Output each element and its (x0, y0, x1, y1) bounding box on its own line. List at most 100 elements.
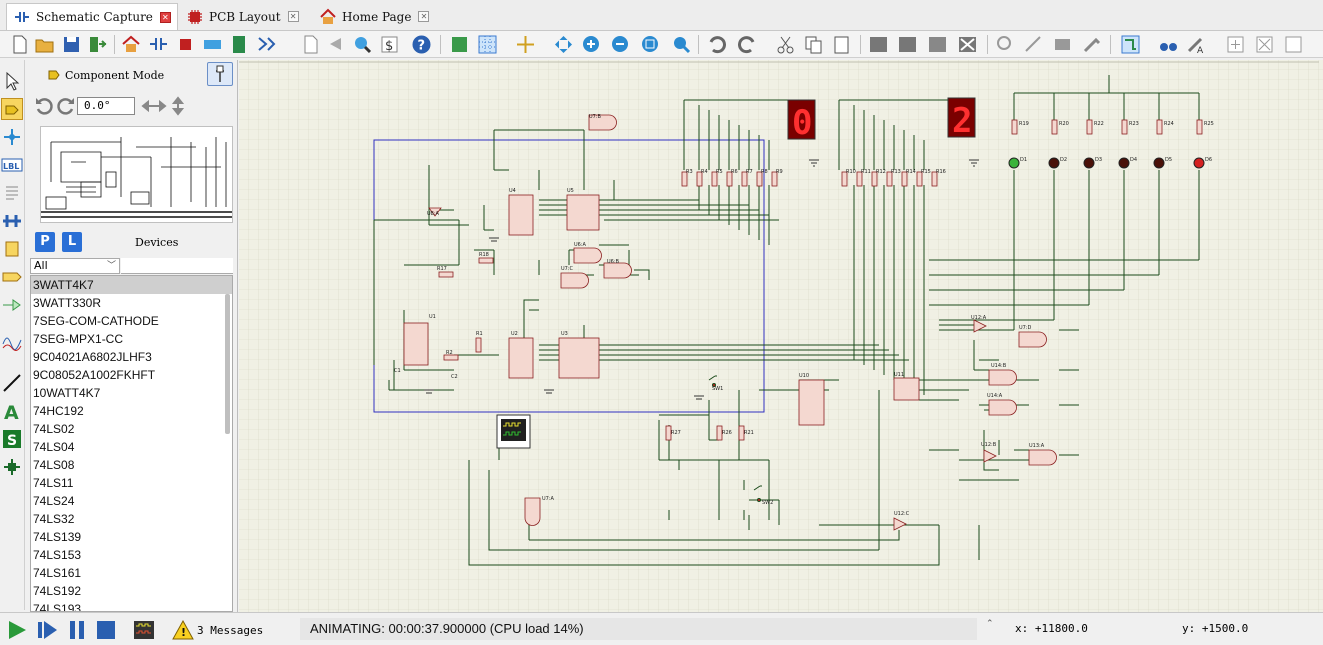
step-button[interactable] (36, 619, 58, 641)
wire-autorouter-icon[interactable] (1120, 34, 1141, 55)
device-list-item[interactable]: 74LS04 (33, 440, 75, 454)
chevron-up-icon[interactable]: ⌃ (986, 619, 994, 629)
new-file-icon[interactable] (9, 34, 30, 55)
device-list-item[interactable]: 74LS139 (33, 530, 82, 544)
undo-icon[interactable] (707, 34, 728, 55)
text-script-icon[interactable] (1, 182, 23, 204)
line-icon[interactable] (1, 372, 23, 394)
device-list-item[interactable]: 74LS32 (33, 512, 75, 526)
logic-analyzer-button[interactable] (133, 619, 155, 641)
text-icon[interactable]: A (1, 400, 23, 424)
overview-window[interactable] (40, 126, 233, 223)
device-search-input[interactable] (121, 258, 233, 274)
device-list-item[interactable]: 9C08052A1002FKHFT (33, 368, 156, 382)
pick-device-icon[interactable] (995, 34, 1016, 55)
mirror-vertical-icon[interactable] (168, 96, 188, 116)
bus-icon[interactable] (1, 210, 23, 232)
device-list-item[interactable]: 74LS161 (33, 566, 82, 580)
origin-icon[interactable] (515, 34, 536, 55)
graph-icon[interactable] (1, 330, 23, 352)
design-explorer-icon[interactable] (256, 34, 277, 55)
mirror-horizontal-icon[interactable] (140, 96, 168, 116)
device-list-item[interactable]: 3WATT330R (33, 296, 102, 310)
device-list-item[interactable]: 74LS153 (33, 548, 82, 562)
block-move-icon[interactable] (897, 34, 918, 55)
rotation-input[interactable]: 0.0° (77, 97, 135, 115)
package-icon[interactable] (1052, 34, 1073, 55)
close-icon[interactable]: ✕ (159, 11, 171, 23)
remove-sheet-icon[interactable] (1254, 34, 1275, 55)
refresh-icon[interactable] (449, 34, 470, 55)
device-list-item[interactable]: 74LS193 (33, 602, 82, 612)
device-list-item[interactable]: 7SEG-MPX1-CC (33, 332, 124, 346)
device-list-item[interactable]: 74LS08 (33, 458, 75, 472)
device-list-item[interactable]: 74LS11 (33, 476, 74, 490)
library-manager-button[interactable]: L (62, 232, 82, 252)
decompose-icon[interactable] (1082, 34, 1103, 55)
close-icon[interactable]: ✕ (418, 11, 430, 22)
tab-schematic-capture[interactable]: Schematic Capture ✕ (6, 3, 178, 30)
import-icon[interactable] (87, 34, 108, 55)
zoom-area-icon[interactable] (671, 34, 692, 55)
symbol-icon[interactable]: S (1, 428, 23, 450)
search-icon[interactable] (352, 34, 373, 55)
dollar-icon[interactable]: $ (379, 34, 400, 55)
selection-icon[interactable] (1, 70, 23, 92)
device-list-item[interactable]: 9C04021A6802JLHF3 (33, 350, 152, 364)
label-icon[interactable]: LBL (1, 154, 23, 176)
pause-button[interactable] (66, 619, 88, 641)
tab-home-page[interactable]: Home Page ✕ (313, 3, 435, 30)
tab-pcb-layout[interactable]: PCB Layout ✕ (180, 3, 305, 30)
close-icon[interactable]: ✕ (287, 11, 299, 22)
messages-indicator[interactable]: ! 3 Messages (172, 619, 263, 641)
pan-icon[interactable] (553, 34, 574, 55)
schematic-canvas[interactable]: 0 2 (239, 60, 1323, 612)
stop-button[interactable] (95, 619, 117, 641)
play-button[interactable] (6, 619, 28, 641)
device-list-item[interactable]: 74LS24 (33, 494, 75, 508)
pin-icon[interactable] (1, 294, 23, 316)
pin-panel-button[interactable] (207, 62, 233, 86)
new-sheet-icon[interactable] (1225, 34, 1246, 55)
device-filter-select[interactable]: All ﹀ (30, 258, 120, 274)
help-icon[interactable]: ? (411, 34, 432, 55)
block-rotate-icon[interactable] (927, 34, 948, 55)
home-icon[interactable] (121, 34, 142, 55)
netlist-icon[interactable] (1283, 34, 1304, 55)
back-icon[interactable] (325, 34, 346, 55)
pcb-icon[interactable] (175, 34, 196, 55)
device-list-item[interactable]: 74LS192 (33, 584, 82, 598)
device-list-item[interactable]: 74LS02 (33, 422, 75, 436)
device-list-scrollbar[interactable] (225, 294, 230, 434)
grid-icon[interactable] (477, 34, 498, 55)
zoom-all-icon[interactable] (640, 34, 661, 55)
pick-devices-button[interactable]: P (35, 232, 55, 252)
redo-icon[interactable] (736, 34, 757, 55)
make-device-icon[interactable] (1023, 34, 1044, 55)
zoom-out-icon[interactable] (610, 34, 631, 55)
property-tool-icon[interactable]: A (1186, 34, 1207, 56)
device-list-item[interactable]: 7SEG-COM-CATHODE (33, 314, 159, 328)
search-tag-icon[interactable] (1158, 34, 1179, 55)
save-icon[interactable] (61, 34, 82, 55)
device-list-item[interactable]: 3WATT4K7 (31, 276, 232, 294)
rotate-anticlockwise-icon[interactable] (55, 96, 77, 116)
zoom-in-icon[interactable] (581, 34, 602, 55)
paste-icon[interactable] (831, 34, 852, 55)
device-list-item[interactable]: 10WATT4K7 (33, 386, 101, 400)
block-copy-icon[interactable] (868, 34, 889, 55)
marker-icon[interactable] (1, 456, 23, 478)
page-icon[interactable] (300, 34, 321, 55)
cut-icon[interactable] (775, 34, 796, 55)
copy-icon[interactable] (803, 34, 824, 55)
junction-icon[interactable] (1, 126, 23, 148)
device-list-item[interactable]: 74HC192 (33, 404, 84, 418)
schematic-icon[interactable] (148, 34, 169, 55)
terminal-icon[interactable] (1, 266, 23, 288)
subcircuit-icon[interactable] (1, 238, 23, 260)
rotate-clockwise-icon[interactable] (33, 96, 55, 116)
device-list[interactable]: 3WATT4K7 3WATT330R 7SEG-COM-CATHODE 7SEG-MP… (30, 275, 233, 612)
gerber-icon[interactable] (202, 34, 223, 55)
component-icon[interactable] (1, 98, 23, 120)
block-delete-icon[interactable] (957, 34, 978, 55)
